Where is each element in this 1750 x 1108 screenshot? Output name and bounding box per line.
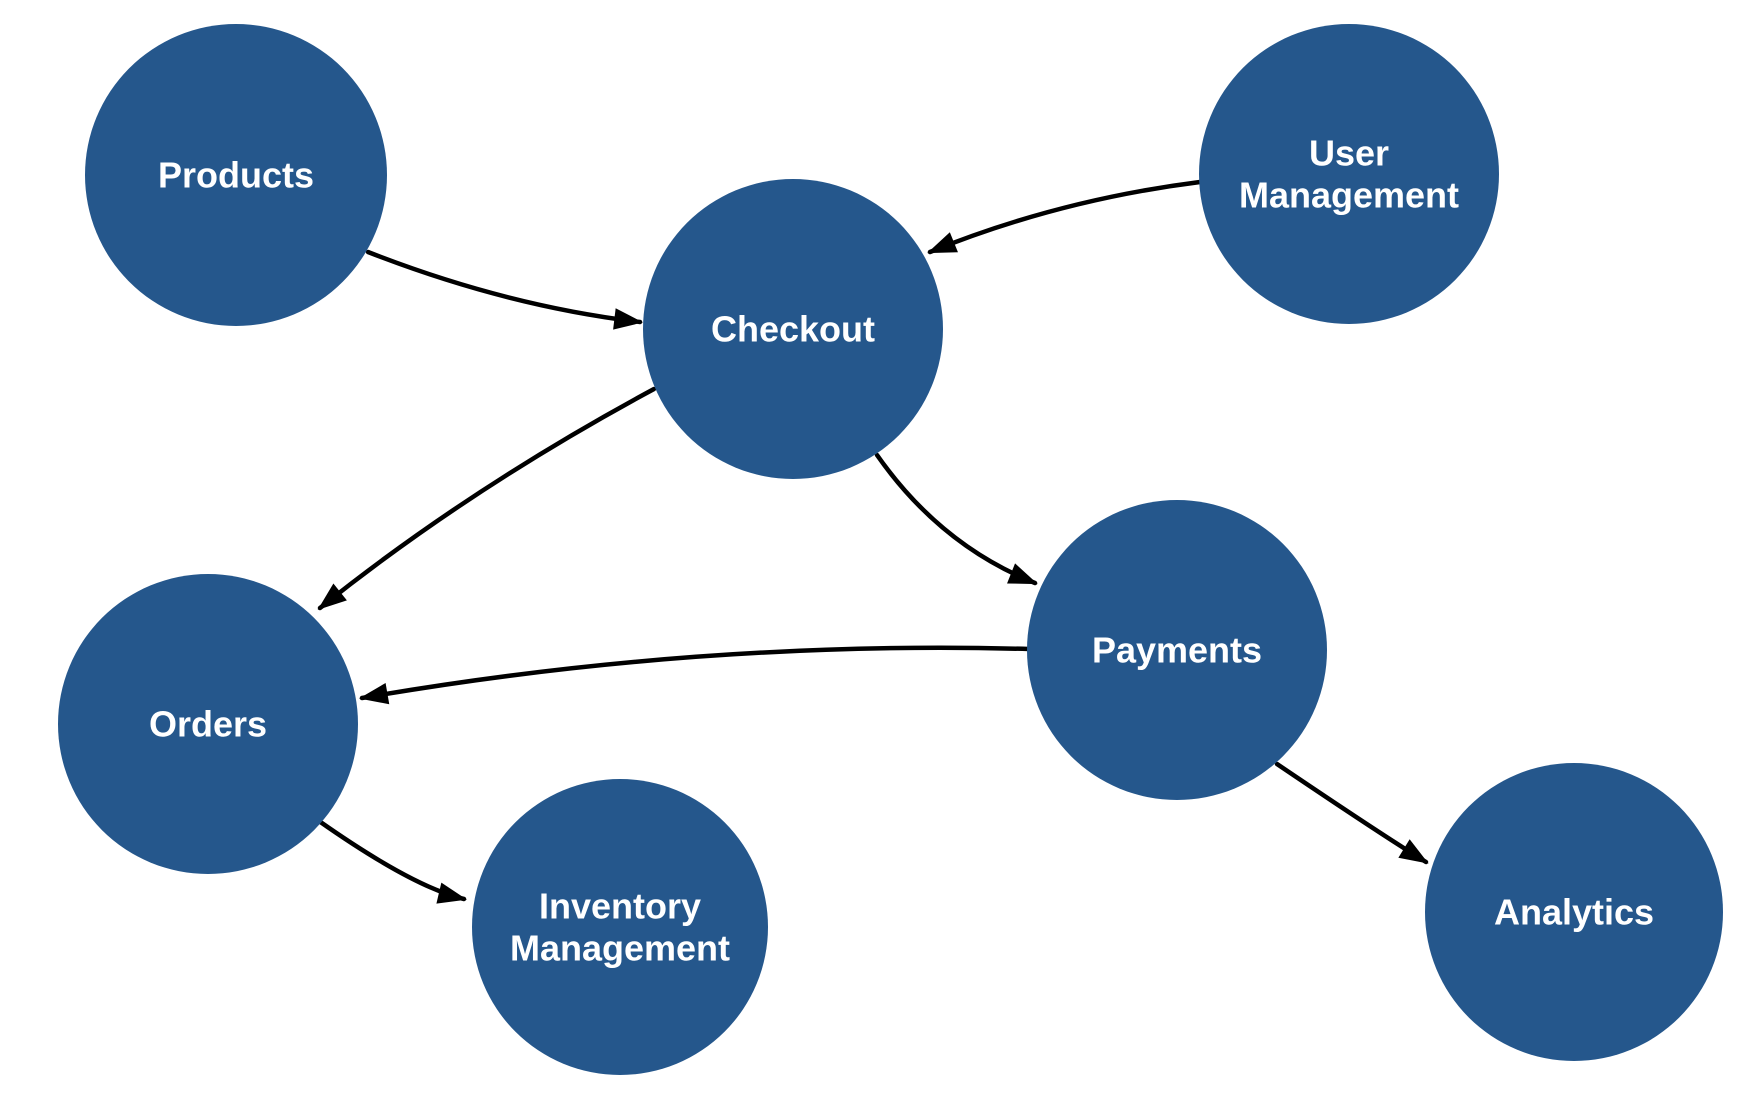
node-circle-orders[interactable]	[58, 574, 358, 874]
edge-products-to-checkout	[365, 249, 643, 330]
node-products[interactable]: Products	[85, 24, 387, 326]
edge-checkout-to-payments	[874, 452, 1038, 586]
node-payments[interactable]: Payments	[1027, 500, 1327, 800]
node-checkout[interactable]: Checkout	[643, 179, 943, 479]
node-circle-user-management[interactable]	[1199, 24, 1499, 324]
edge-checkout-to-orders	[317, 386, 657, 611]
node-circle-products[interactable]	[85, 24, 387, 326]
edges-layer	[316, 179, 1429, 904]
node-circle-inventory-management[interactable]	[472, 779, 768, 1075]
edge-orders-to-inventory-management	[316, 818, 467, 904]
edge-user-management-to-checkout	[927, 179, 1203, 255]
node-orders[interactable]: Orders	[58, 574, 358, 874]
node-circle-analytics[interactable]	[1425, 763, 1723, 1061]
node-circle-payments[interactable]	[1027, 500, 1327, 800]
edge-payments-to-analytics	[1274, 761, 1429, 865]
node-circle-checkout[interactable]	[643, 179, 943, 479]
node-analytics[interactable]: Analytics	[1425, 763, 1723, 1061]
edge-payments-to-orders	[359, 645, 1032, 705]
